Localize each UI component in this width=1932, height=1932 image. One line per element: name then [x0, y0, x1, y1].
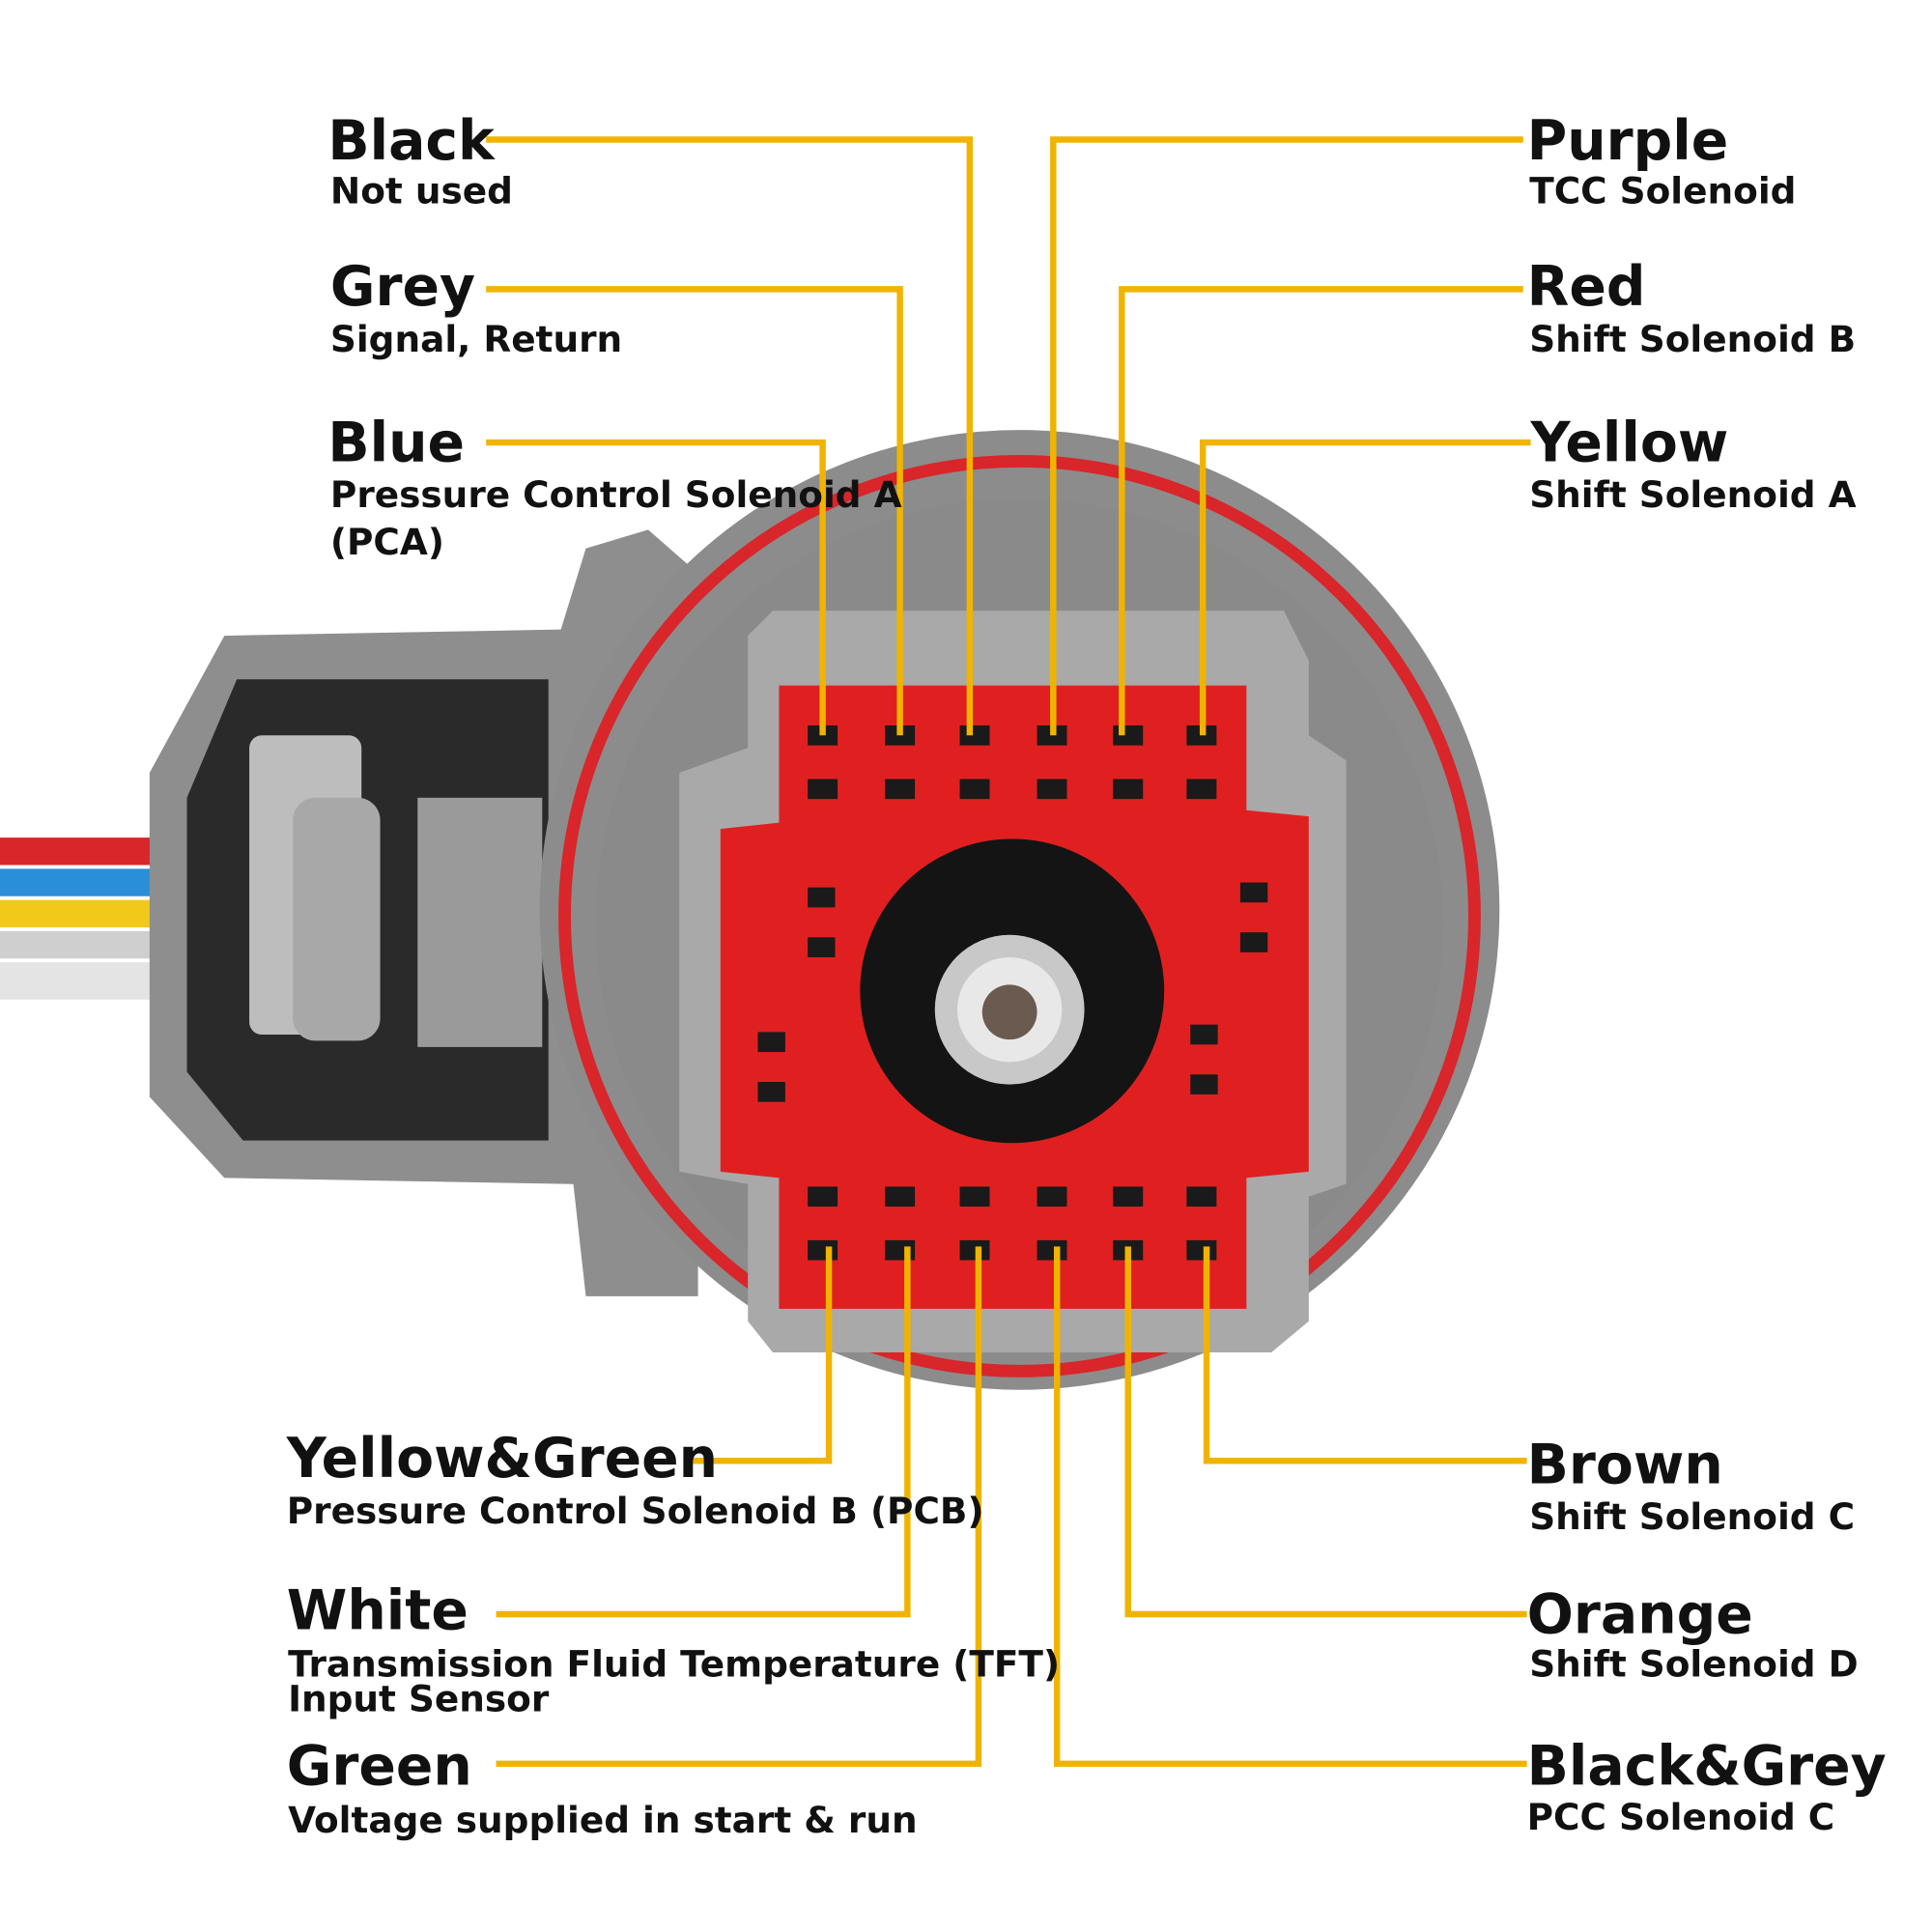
label-brown: Brown Shift Solenoid C [1527, 1433, 1855, 1538]
wire-color: Black&Grey [1527, 1735, 1887, 1799]
wire-color: Grey [330, 255, 475, 319]
wire-color: Orange [1527, 1582, 1753, 1646]
label-red: Red Shift Solenoid B [1527, 255, 1856, 360]
pin-hole [1186, 1239, 1217, 1261]
wire-function: Voltage supplied in start & run [288, 1799, 918, 1841]
wire-function: Pressure Control Solenoid B (PCB) [287, 1490, 984, 1532]
wire-function: Shift Solenoid D [1529, 1642, 1858, 1685]
pin-hole [1037, 1239, 1067, 1261]
wire-color: Yellow&Green [286, 1427, 718, 1491]
wire-function: Signal, Return [330, 318, 622, 360]
label-black: Black Not used [327, 109, 513, 212]
pin-hole [1113, 1186, 1144, 1208]
pin-hole [1239, 932, 1268, 952]
pin-holes [757, 724, 1268, 1261]
wire-function: (PCA) [330, 521, 444, 563]
wire-function: Shift Solenoid C [1529, 1495, 1855, 1538]
pin-hole [959, 1186, 990, 1208]
label-blue: Blue Pressure Control Solenoid A (PCA) [327, 411, 901, 563]
label-white: White Transmission Fluid Temperature (TF… [287, 1578, 1060, 1719]
pin-hole [808, 1239, 838, 1261]
pin-hole [959, 779, 990, 800]
pin-hole [959, 1239, 990, 1261]
pin-hole [1113, 724, 1144, 746]
wire-function: PCC Solenoid C [1527, 1796, 1835, 1838]
wire-function: Input Sensor [288, 1678, 550, 1720]
wire-function: Pressure Control Solenoid A [330, 473, 902, 516]
wire-color: Green [287, 1735, 472, 1799]
pin-hole [757, 1032, 785, 1053]
wire-color: Brown [1527, 1433, 1723, 1496]
label-orange: Orange Shift Solenoid D [1527, 1582, 1859, 1685]
label-purple: Purple TCC Solenoid [1527, 109, 1797, 212]
wire-function: Shift Solenoid B [1529, 318, 1856, 360]
label-grey: Grey Signal, Return [330, 255, 622, 360]
wire-color: Red [1527, 255, 1646, 319]
pin-hole [1037, 779, 1067, 800]
pin-hole [1190, 1024, 1218, 1045]
pin-hole [808, 1186, 838, 1208]
connector-photo [0, 430, 1500, 1390]
pin-hole [1113, 779, 1144, 800]
pin-hole [808, 937, 836, 957]
wire-color: Purple [1527, 109, 1729, 173]
pin-hole [1186, 779, 1217, 800]
label-yellow: Yellow Shift Solenoid A [1529, 411, 1856, 516]
leader-lines [486, 136, 1531, 1768]
pin-hole [1186, 1186, 1217, 1208]
pin-hole [808, 779, 838, 800]
label-black-grey: Black&Grey PCC Solenoid C [1527, 1735, 1887, 1838]
pin-hole [757, 1082, 785, 1102]
pin-hole [885, 1186, 916, 1208]
wire-function: Shift Solenoid A [1529, 473, 1856, 516]
wire-color: White [287, 1578, 469, 1642]
pin-hole [1037, 1186, 1067, 1208]
pin-hole [959, 724, 990, 746]
pin-hole [1239, 882, 1268, 903]
wire-function: Not used [330, 169, 513, 212]
wire-color: Blue [327, 411, 465, 474]
label-yellow-green: Yellow&Green Pressure Control Solenoid B… [286, 1427, 984, 1532]
pin-hole [808, 887, 836, 908]
wire-function: TCC Solenoid [1529, 169, 1796, 212]
wire-function: Transmission Fluid Temperature (TFT) [288, 1642, 1060, 1685]
label-green: Green Voltage supplied in start & run [287, 1735, 918, 1841]
wire-color: Yellow [1530, 411, 1729, 474]
pin-hole [1190, 1074, 1218, 1094]
wire-color: Black [327, 109, 496, 173]
pin-hole [885, 779, 916, 800]
